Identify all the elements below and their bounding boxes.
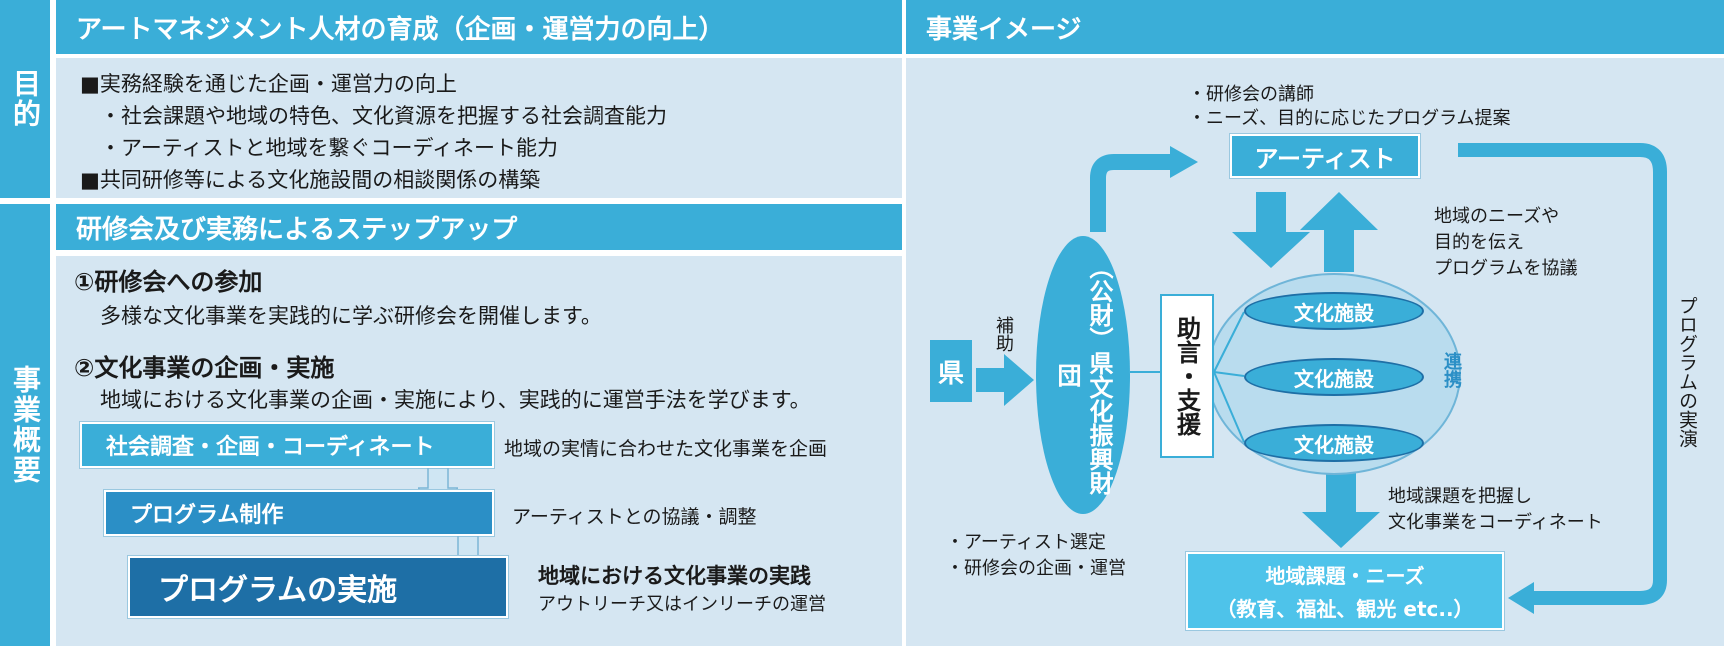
artist-box: アーティスト [1230,134,1420,178]
program-perform-label: プログラムの実演 [1676,296,1698,448]
arrow-head-icon [1170,146,1198,178]
cooperation-label: 連携 [1441,352,1462,388]
curve-arrow-foundation-artist [1090,154,1172,232]
purpose-panel: ■実務経験を通じた企画・運営力の向上 ・社会課題や地域の特色、文化資源を把握する… [56,58,902,198]
foundation-note: ・研修会の企画・運営 [946,558,1126,579]
facility-oval: 文化施設 [1244,424,1424,462]
step2-desc: 地域における文化事業の企画・実施により、実践的に運営手法を学びます。 [100,388,811,412]
prefecture-box: 県 [930,340,972,402]
step1-title: ①研修会への参加 [74,268,263,296]
facility-oval: 文化施設 [1244,358,1424,396]
flow-note: アーティストとの協議・調整 [512,506,757,528]
subsidy-arrow-icon [976,354,1034,406]
needs-note: プログラムを協議 [1434,258,1578,279]
flow-note: アウトリーチ又はインリーチの運営 [538,594,826,615]
flow-note: 地域における文化事業の実践 [538,564,811,588]
flow-step-production: プログラム制作 [104,490,494,536]
needs-note: 地域のニーズや [1434,206,1560,227]
purpose-label: 目的 [0,0,50,198]
curve-arrow-program-perform [1458,143,1667,605]
overview-panel: ①研修会への参加 多様な文化事業を実践的に学ぶ研修会を開催します。 ②文化事業の… [56,256,902,646]
support-box: 助言・支援 [1160,294,1214,458]
regional-box: 地域課題・ニーズ （教育、福祉、観光 etc..） [1186,552,1504,630]
issues-note: 地域課題を把握し [1388,486,1532,507]
flow-step-implementation: プログラムの実施 [128,556,508,618]
regional-title: 地域課題・ニーズ [1265,564,1425,588]
image-header: 事業イメージ [906,0,1724,54]
step2-title: ②文化事業の企画・実施 [74,354,335,382]
purpose-item: ・社会課題や地域の特色、文化資源を把握する社会調査能力 [100,104,667,128]
purpose-header: アートマネジメント人材の育成（企画・運営力の向上） [56,0,902,54]
purpose-item: ・アーティストと地域を繋ぐコーディネート能力 [100,136,559,160]
artist-note: ・研修会の講師 [1188,84,1314,105]
purpose-item: ■共同研修等による文化施設間の相談関係の構築 [80,168,541,192]
flow-note: 地域の実情に合わせた文化事業を企画 [504,438,828,460]
regional-examples: （教育、福祉、観光 etc..） [1216,597,1474,621]
foundation-oval: （公財）県文化振興財団 [1036,236,1130,514]
down-arrow-icon [1232,192,1310,268]
down-arrow-icon [1302,472,1380,548]
facility-oval: 文化施設 [1244,292,1424,330]
purpose-item: ■実務経験を通じた企画・運営力の向上 [80,72,457,96]
up-arrow-icon [1300,192,1378,272]
issues-note: 文化事業をコーディネート [1388,512,1603,533]
artist-note: ・ニーズ、目的に応じたプログラム提案 [1188,108,1511,129]
arrow-head-icon [1508,582,1534,614]
step1-desc: 多様な文化事業を実践的に学ぶ研修会を開催します。 [100,304,602,328]
needs-note: 目的を伝え [1434,232,1524,253]
foundation-note: ・アーティスト選定 [946,532,1106,553]
flow-step-research: 社会調査・企画・コーディネート [80,422,494,468]
subsidy-label: 補助 [993,316,1014,352]
overview-header: 研修会及び実務によるステップアップ [56,204,902,250]
overview-label: 事業概要 [0,204,50,646]
